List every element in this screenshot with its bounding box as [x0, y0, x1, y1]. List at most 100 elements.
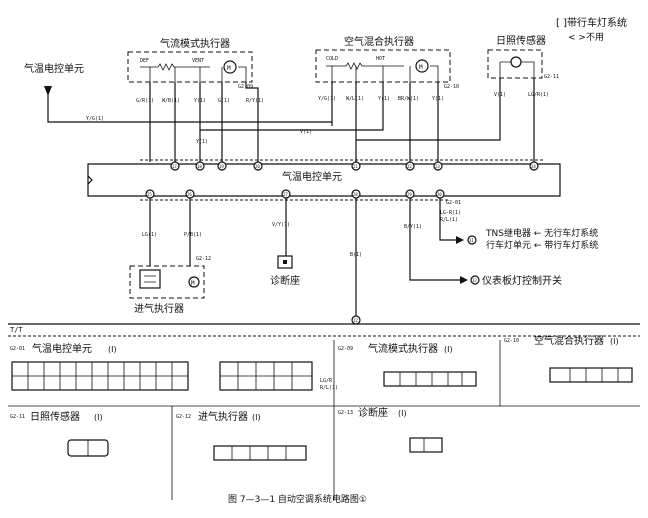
- g2-09-title: 气流模式执行器: [368, 342, 438, 355]
- pin-label: 17: [172, 164, 177, 169]
- external-climate-unit-label: 气温电控单元: [24, 62, 84, 75]
- pin-label: 19: [219, 164, 224, 169]
- motor-label: M: [191, 280, 195, 287]
- wire-label: R/L(1): [440, 217, 458, 223]
- connector-g2-12-view: G2-12: [176, 414, 191, 420]
- g2-11-title: 日照传感器: [30, 410, 80, 423]
- motor-label: M: [419, 64, 423, 71]
- wire-label: LG-R(1): [440, 210, 461, 216]
- wire-label: LG/R(1): [528, 92, 549, 98]
- pin-label: 18: [197, 164, 202, 169]
- airflow-mode-actuator-title: 气流模式执行器: [160, 37, 230, 50]
- g2-01-side-label-b: R/L(1): [320, 385, 338, 391]
- pin-label: 26: [187, 192, 192, 197]
- wire-label: R/Y(1): [246, 98, 264, 104]
- wire-label: BR/W(1): [398, 96, 419, 102]
- g2-10-title: 空气混合执行器: [534, 334, 604, 347]
- connector-g2-11-view: G2-11: [10, 414, 25, 420]
- wire-label: V(1): [494, 92, 506, 98]
- arrow-right-icon: [460, 276, 468, 284]
- pin-label: 22: [407, 164, 412, 169]
- top-pins: 17 18 19 20 21 22 23 24: [170, 161, 539, 171]
- pin-label: 20: [255, 164, 260, 169]
- pin-label: 23: [435, 164, 440, 169]
- ground-symbol: T/T: [10, 326, 23, 334]
- pin-label: 30: [437, 192, 442, 197]
- connector-g2-10-view: G2-10: [504, 338, 519, 344]
- wire-label: V(1): [300, 129, 312, 135]
- panel-lamp-switch-label: 仪表板灯控制开关: [482, 274, 562, 287]
- photo-diode-icon: [510, 56, 522, 68]
- tns-relay-line1: TNS继电器 ← 无行车灯系统: [485, 227, 598, 239]
- g2-12-connector: [213, 445, 307, 461]
- climate-control-unit-title: 气温电控单元: [282, 170, 342, 183]
- g2-11-suffix: (I): [94, 413, 103, 422]
- ground-number: 12: [353, 318, 358, 323]
- wire-label: V/Y(1): [272, 222, 290, 228]
- panel-number: 32: [472, 278, 477, 283]
- switch-icon: [139, 269, 161, 289]
- climate-control-unit-box: [87, 163, 561, 197]
- cold-label: COLD: [326, 56, 338, 62]
- def-label: DEF: [140, 58, 149, 64]
- motor-icon: [188, 276, 200, 288]
- wire-label: G/R(1): [136, 98, 154, 104]
- g2-12-suffix: (I): [252, 413, 261, 422]
- g2-10-suffix: (I): [610, 337, 619, 346]
- g2-01-side-label-a: LG/R: [320, 378, 333, 384]
- g2-01-suffix: (I): [108, 345, 117, 354]
- vent-label: VENT: [192, 58, 204, 64]
- g2-10-connector: [549, 367, 633, 383]
- legend-line-1: [ ]带行车灯系统: [556, 16, 627, 29]
- pin-label: 21: [353, 164, 358, 169]
- connector-g2-10: G2-10: [444, 84, 459, 90]
- connector-g2-13-view: G2-13: [338, 410, 353, 416]
- wire-label: Y/G(1): [318, 96, 336, 102]
- diagnostic-socket-title: 诊断座: [270, 274, 300, 287]
- pin-label: 24: [531, 164, 536, 169]
- g2-09-connector: [383, 371, 477, 387]
- air-mix-actuator-title: 空气混合执行器: [344, 35, 414, 48]
- g2-12-title: 进气执行器: [198, 410, 248, 423]
- wire-label: W/B(1): [162, 98, 180, 104]
- wire-label: B(1): [350, 252, 362, 258]
- connector-g2-11: G2-11: [544, 74, 559, 80]
- wire-label: P/B(1): [184, 232, 202, 238]
- motor-icon: [223, 60, 237, 74]
- pin-label: 29: [407, 192, 412, 197]
- g2-13-suffix: (I): [398, 409, 407, 418]
- wire-label: Y/G(1): [86, 116, 104, 122]
- wire-label: LG(1): [142, 232, 157, 238]
- pin-label: 25: [147, 192, 152, 197]
- g2-13-title: 诊断座: [358, 406, 388, 419]
- wire-label: Y(1): [378, 96, 390, 102]
- motor-label: M: [227, 65, 231, 72]
- motor-icon: [415, 59, 429, 73]
- sunlight-sensor-title: 日照传感器: [496, 34, 546, 47]
- legend-line-2: < >不用: [568, 32, 604, 43]
- pin-label: 27: [283, 192, 288, 197]
- connector-g2-09-view: G2-09: [338, 346, 353, 352]
- wire-label: Y(1): [432, 96, 444, 102]
- connector-g2-01-view: G2-01: [10, 346, 25, 352]
- wire-label: G(1): [218, 98, 230, 104]
- g2-01-title: 气温电控单元: [32, 342, 92, 355]
- wire-label: Y(1): [196, 139, 208, 145]
- tns-number: 31: [469, 238, 474, 243]
- intake-actuator-title: 进气执行器: [134, 302, 184, 315]
- air-mix-wires: [331, 82, 439, 162]
- wire-label: B/Y(1): [404, 224, 422, 230]
- wire-label: W/L(1): [346, 96, 364, 102]
- hot-label: HOT: [376, 56, 385, 62]
- g2-09-suffix: (I): [444, 345, 453, 354]
- arrow-right-icon: [456, 236, 464, 244]
- connector-g2-12: G2-12: [196, 256, 211, 262]
- wire-label: Y(1): [194, 98, 206, 104]
- connector-g2-01: G2-01: [446, 200, 461, 206]
- pin-label: 28: [353, 192, 358, 197]
- g2-13-connector: [409, 437, 443, 453]
- tns-relay-line2: 行车灯单元 ← 带行车灯系统: [486, 239, 598, 251]
- bottom-pins: 25 26 27 28 29 30: [145, 189, 445, 199]
- figure-caption: 图 7—3—1 自动空调系统电路图①: [228, 493, 367, 505]
